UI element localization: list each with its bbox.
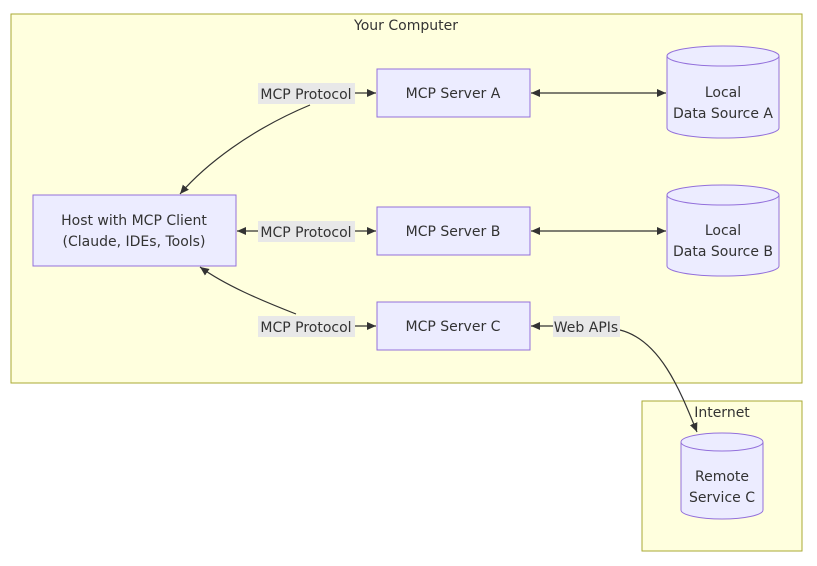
- svg-text:Web APIs: Web APIs: [554, 320, 618, 336]
- svg-text:Local: Local: [705, 85, 741, 101]
- svg-text:MCP Server C: MCP Server C: [406, 319, 501, 335]
- node-local-data-source-b[interactable]: Local Data Source B: [666, 184, 780, 277]
- node-local-data-source-a[interactable]: Local Data Source A: [666, 45, 780, 139]
- cluster-your-computer-title: Your Computer: [353, 18, 458, 34]
- svg-text:MCP Protocol: MCP Protocol: [260, 87, 351, 103]
- node-remote-service-c[interactable]: Remote Service C: [680, 432, 764, 520]
- node-mcp-server-b[interactable]: MCP Server B: [376, 206, 531, 256]
- svg-text:Remote: Remote: [695, 469, 749, 485]
- edges: [179, 89, 698, 433]
- edge-host-server-c: [199, 266, 297, 315]
- svg-text:MCP Server A: MCP Server A: [406, 86, 501, 102]
- edge-host-server-a: [179, 104, 311, 195]
- svg-text:MCP Server B: MCP Server B: [406, 224, 501, 240]
- edge-webapis-remote: [619, 329, 698, 433]
- svg-text:MCP Protocol: MCP Protocol: [260, 320, 351, 336]
- svg-text:MCP Protocol: MCP Protocol: [260, 225, 351, 241]
- edge-label-mcp-protocol-c: MCP Protocol: [258, 316, 355, 337]
- cluster-internet-title: Internet: [694, 405, 750, 421]
- svg-text:Data Source A: Data Source A: [673, 106, 773, 122]
- svg-text:Local: Local: [705, 223, 741, 239]
- edge-label-web-apis: Web APIs: [553, 316, 620, 337]
- svg-text:Host with MCP Client: Host with MCP Client: [61, 213, 207, 229]
- svg-text:Service C: Service C: [689, 490, 755, 506]
- node-host-with-mcp-client[interactable]: Host with MCP Client (Claude, IDEs, Tool…: [32, 194, 237, 267]
- node-mcp-server-c[interactable]: MCP Server C: [376, 301, 531, 351]
- node-mcp-server-a[interactable]: MCP Server A: [376, 68, 531, 118]
- svg-text:(Claude, IDEs, Tools): (Claude, IDEs, Tools): [63, 234, 206, 250]
- svg-text:Data Source B: Data Source B: [673, 244, 773, 260]
- edge-label-mcp-protocol-a: MCP Protocol: [258, 83, 355, 104]
- cluster-internet: Internet: [641, 400, 803, 552]
- edge-label-mcp-protocol-b: MCP Protocol: [258, 221, 355, 242]
